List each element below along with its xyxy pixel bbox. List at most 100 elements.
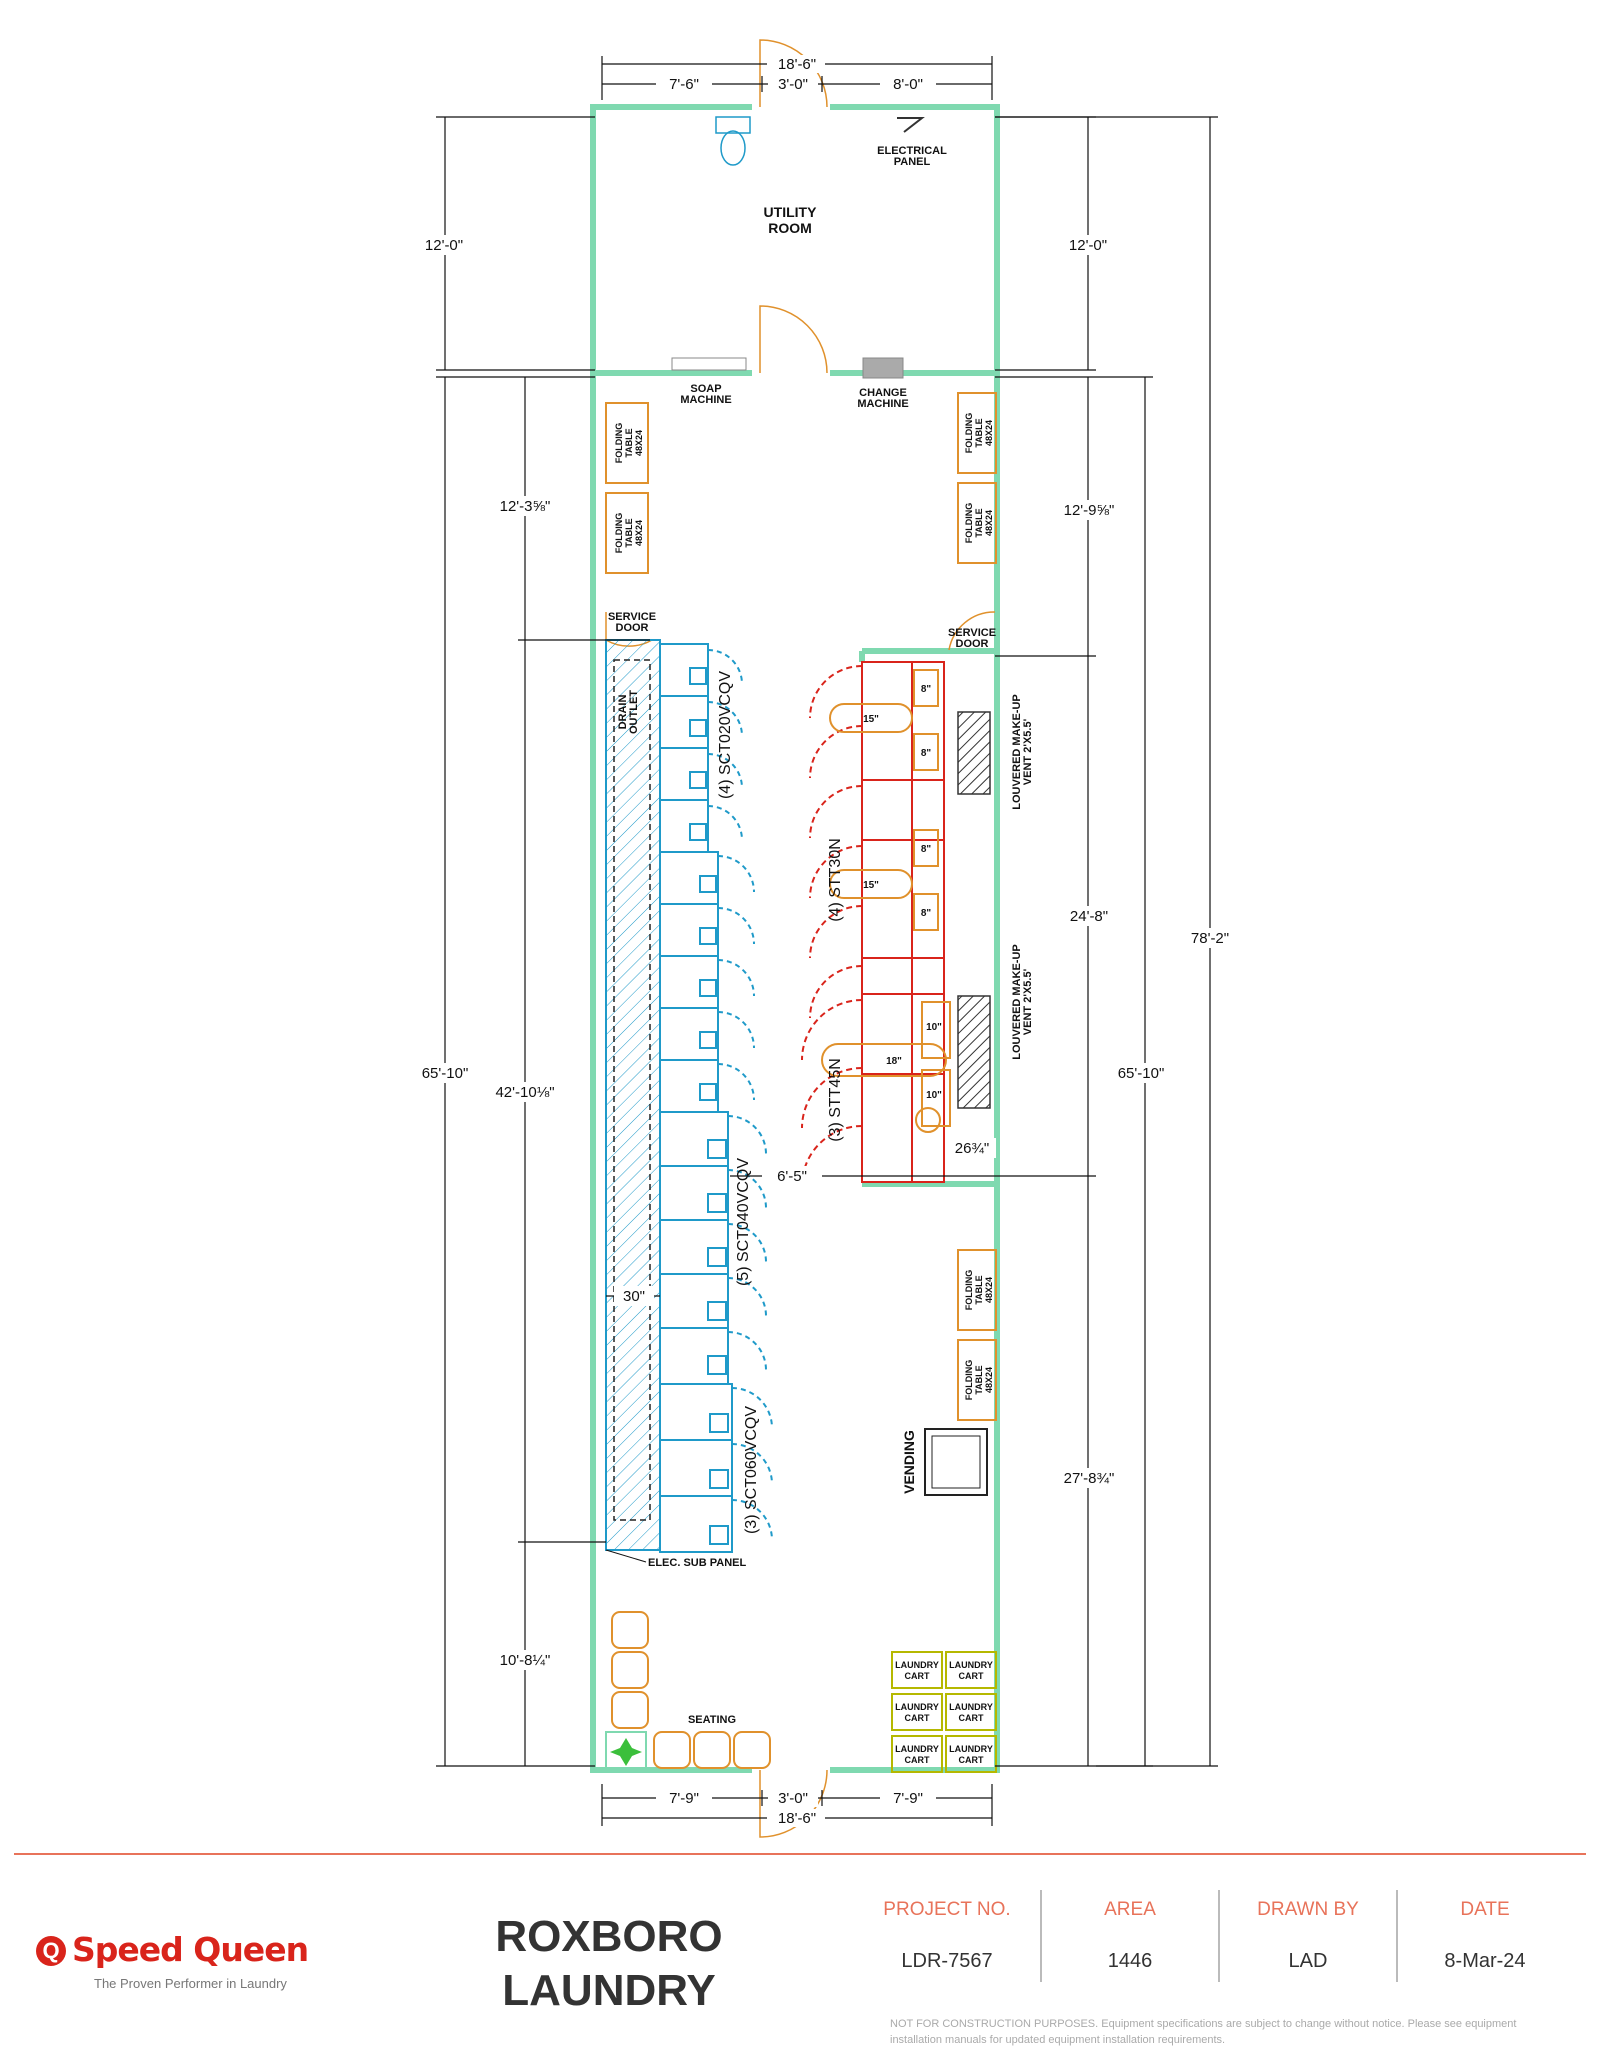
dryer-gap-labels: 8" 8" 8" 8" 15" 15" 10" 10" 18" <box>863 684 942 1101</box>
svg-text:6'-5": 6'-5" <box>777 1168 807 1185</box>
svg-text:12'-9⅝": 12'-9⅝" <box>1064 502 1115 519</box>
svg-text:10": 10" <box>926 1022 942 1033</box>
svg-text:7'-6": 7'-6" <box>669 76 699 93</box>
svg-text:FOLDINGTABLE48X24: FOLDINGTABLE48X24 <box>964 1360 994 1401</box>
louvered-vent-top <box>957 711 991 795</box>
svg-text:65'-10": 65'-10" <box>1118 1065 1165 1082</box>
svg-text:18'-6": 18'-6" <box>778 1810 816 1827</box>
laundry-carts <box>891 1651 997 1773</box>
folding-tables <box>605 392 997 1421</box>
svg-text:18": 18" <box>886 1056 902 1067</box>
plant-icon <box>605 1731 647 1773</box>
seating-label: SEATING <box>688 1714 736 1726</box>
svg-text:30": 30" <box>623 1288 645 1305</box>
svg-text:27'-8¾": 27'-8¾" <box>1064 1470 1115 1487</box>
logo-name: Speed Queen <box>72 1930 309 1969</box>
washer-small-label: (4) SCT020VCQV <box>717 671 734 799</box>
soap-machine <box>671 357 747 371</box>
svg-text:24'-8": 24'-8" <box>1070 908 1108 925</box>
drawn-by-label: DRAWN BY <box>1257 1899 1359 1920</box>
svg-text:10'-8¼": 10'-8¼" <box>500 1652 551 1669</box>
drawn-by-value: LAD <box>1288 1950 1328 1972</box>
svg-text:42'-10⅛": 42'-10⅛" <box>495 1084 554 1101</box>
date-value: 8-Mar-24 <box>1444 1950 1526 1972</box>
svg-text:FOLDINGTABLE48X24: FOLDINGTABLE48X24 <box>964 1270 994 1311</box>
dimension-labels: 18'-6" 7'-6" 3'-0" 8'-0" 12'-0" 12'-0" 6… <box>408 55 1246 1827</box>
washers-xl <box>659 1383 773 1553</box>
louvered-vent-bottom <box>957 995 991 1109</box>
svg-text:12'-0": 12'-0" <box>1069 237 1107 254</box>
svg-text:65'-10": 65'-10" <box>422 1065 469 1082</box>
svg-text:FOLDINGTABLE48X24: FOLDINGTABLE48X24 <box>614 423 644 464</box>
building-walls <box>590 104 1000 1773</box>
vending-label: VENDING <box>901 1430 917 1494</box>
svg-text:15": 15" <box>863 714 879 725</box>
info-separator <box>1040 1890 1042 1982</box>
svg-text:15": 15" <box>863 880 879 891</box>
footer-divider <box>14 1853 1586 1855</box>
speed-queen-logo: Q Speed Queen The Proven Performer in La… <box>36 1930 356 2000</box>
toilet <box>715 116 751 166</box>
project-no-label: PROJECT NO. <box>883 1899 1011 1920</box>
svg-text:7'-9": 7'-9" <box>669 1790 699 1807</box>
washer-large-label: (3) SCT060VCQV <box>743 1406 760 1534</box>
washer-bank <box>605 639 773 1553</box>
elec-sub-panel-label: ELEC. SUB PANEL <box>648 1557 746 1569</box>
svg-text:FOLDINGTABLE48X24: FOLDINGTABLE48X24 <box>614 513 644 554</box>
info-separator <box>1396 1890 1398 1982</box>
svg-text:8": 8" <box>921 908 932 919</box>
electrical-panel-symbol <box>897 117 925 133</box>
svg-text:7'-9": 7'-9" <box>893 1790 923 1807</box>
svg-text:FOLDINGTABLE48X24: FOLDINGTABLE48X24 <box>964 413 994 454</box>
dimension-lines <box>436 56 1218 1826</box>
info-separator <box>1218 1890 1220 1982</box>
svg-text:8": 8" <box>921 748 932 759</box>
svg-text:12'-3⅝": 12'-3⅝" <box>500 498 551 515</box>
date-label: DATE <box>1460 1899 1510 1920</box>
seating <box>611 1611 771 1769</box>
change-machine <box>862 357 904 379</box>
washers-large <box>659 1111 767 1385</box>
project-no-value: LDR-7567 <box>901 1950 993 1972</box>
svg-text:78'-2": 78'-2" <box>1191 930 1229 947</box>
svg-text:8'-0": 8'-0" <box>893 76 923 93</box>
drain-outlet-label: DRAINOUTLET <box>617 690 640 734</box>
louvered-vent-top-label: LOUVERED MAKE-UPVENT 2'X5.5' <box>1011 694 1034 810</box>
logo-q-icon: Q <box>36 1936 66 1966</box>
project-title: ROXBORO LAUNDRY <box>495 1912 723 2015</box>
svg-text:26¾": 26¾" <box>955 1140 990 1157</box>
dryer-45-label: (3) STT45N <box>827 1058 844 1142</box>
area-value: 1446 <box>1107 1950 1153 1972</box>
svg-text:3'-0": 3'-0" <box>778 76 808 93</box>
logo-tagline: The Proven Performer in Laundry <box>94 1976 287 1991</box>
dryer-bank <box>801 661 951 1187</box>
svg-text:10": 10" <box>926 1090 942 1101</box>
svg-text:18'-6": 18'-6" <box>778 56 816 73</box>
svg-text:3'-0": 3'-0" <box>778 1790 808 1807</box>
svg-text:12'-0": 12'-0" <box>425 237 463 254</box>
louvered-vent-bottom-label: LOUVERED MAKE-UPVENT 2'X5.5' <box>1011 944 1034 1060</box>
washer-mid-label: (5) SCT040VCQV <box>735 1158 752 1286</box>
svg-text:8": 8" <box>921 684 932 695</box>
disclaimer-text: NOT FOR CONSTRUCTION PURPOSES. Equipment… <box>890 2018 1517 2046</box>
svg-text:FOLDINGTABLE48X24: FOLDINGTABLE48X24 <box>964 503 994 544</box>
vending-machine <box>924 1428 988 1496</box>
area-label: AREA <box>1104 1899 1156 1920</box>
svg-text:8": 8" <box>921 844 932 855</box>
folding-table-labels: FOLDINGTABLE48X24 FOLDINGTABLE48X24 FOLD… <box>614 413 994 1401</box>
washers-mid <box>659 851 755 1113</box>
